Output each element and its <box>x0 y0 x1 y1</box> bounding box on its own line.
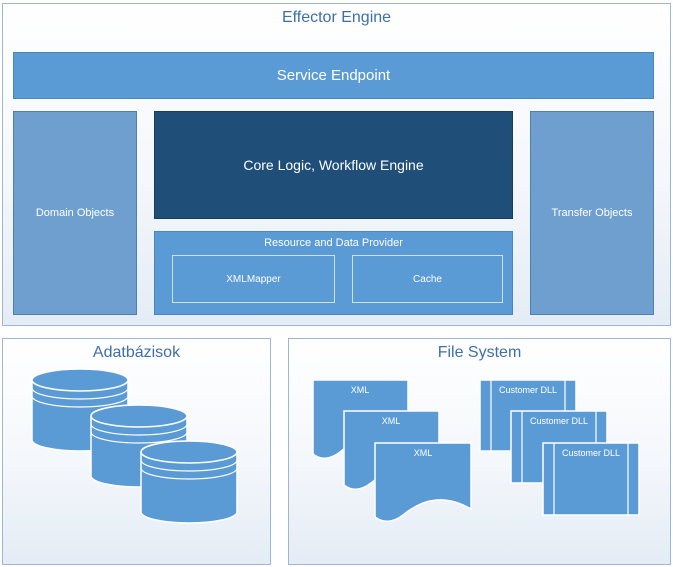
xmlmapper-box: XMLMapper <box>172 255 335 303</box>
databases-panel: Adatbázisok <box>2 338 271 565</box>
database-cylinder-icon <box>140 440 238 524</box>
effector-engine-title: Effector Engine <box>281 9 392 26</box>
domain-objects-box: Domain Objects <box>13 111 137 315</box>
xml-document-label: XML <box>351 385 370 395</box>
xml-document-label: XML <box>414 448 433 458</box>
databases-title: Adatbázisok <box>92 344 181 361</box>
cache-box: Cache <box>352 255 503 303</box>
database-stack <box>31 368 238 524</box>
customer-dll-label: Customer DLL <box>530 416 588 426</box>
file-system-title: File System <box>437 344 522 361</box>
transfer-objects-label: Transfer Objects <box>551 207 633 219</box>
effector-engine-panel: Effector Engine Service Endpoint Domain … <box>2 3 671 326</box>
resource-provider-box: Resource and Data Provider XMLMapper Cac… <box>154 231 513 315</box>
file-system-diagram: XML XML XML Customer DLL Customer DLL <box>312 379 640 522</box>
customer-dll-label: Customer DLL <box>562 448 620 458</box>
core-logic-box: Core Logic, Workflow Engine <box>154 111 513 219</box>
xml-document-icon: XML <box>374 442 472 522</box>
cache-label: Cache <box>413 273 442 285</box>
core-logic-label: Core Logic, Workflow Engine <box>243 157 424 173</box>
xmlmapper-label: XMLMapper <box>226 273 281 285</box>
customer-dll-icon: Customer DLL <box>542 442 640 516</box>
service-endpoint-label: Service Endpoint <box>276 67 391 84</box>
customer-dll-label: Customer DLL <box>499 385 557 395</box>
file-system-panel: File System XML XML XML Customer DLL Cus… <box>288 338 671 565</box>
domain-objects-label: Domain Objects <box>35 207 115 219</box>
resource-provider-label: Resource and Data Provider <box>264 237 403 249</box>
transfer-objects-box: Transfer Objects <box>530 111 654 315</box>
service-endpoint-box: Service Endpoint <box>13 52 654 99</box>
xml-document-label: XML <box>382 416 401 426</box>
